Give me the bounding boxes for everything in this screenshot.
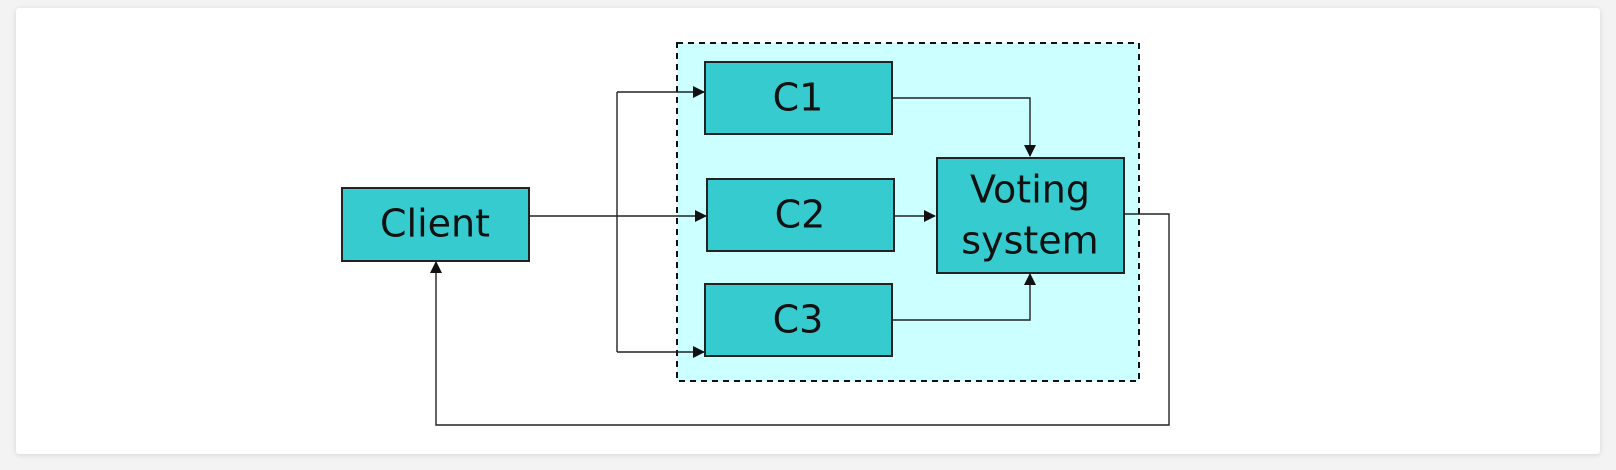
- edge-c1-voting: [892, 97, 1036, 157]
- voting-label-line2: system: [961, 219, 1098, 263]
- c3-label: C3: [773, 298, 824, 342]
- voting-label-line1: Voting: [970, 168, 1090, 212]
- c3-node: C3: [704, 283, 893, 357]
- c1-node: C1: [704, 61, 893, 135]
- c2-label: C2: [775, 193, 826, 237]
- client-node: Client: [341, 187, 530, 262]
- c1-label: C1: [773, 76, 824, 120]
- connectors: [430, 86, 1170, 426]
- edge-voting-client: [430, 213, 1170, 426]
- edge-c3-voting: [892, 273, 1036, 321]
- voting-system-node: Voting system: [936, 157, 1125, 274]
- c2-node: C2: [706, 178, 895, 252]
- client-label: Client: [380, 202, 490, 246]
